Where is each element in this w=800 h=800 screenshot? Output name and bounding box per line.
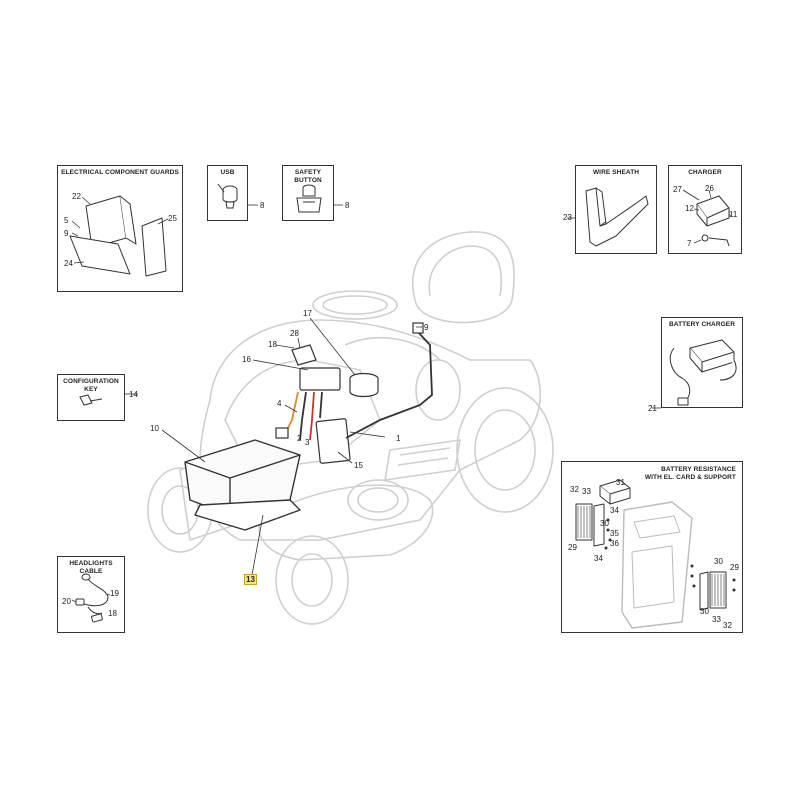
charger-part-12: 12 [685,204,694,213]
resistance-part-34-bottom: 34 [594,554,603,563]
electrical-component-guards-box: ELECTRICAL COMPONENT GUARDS 22 5 9 24 25 [57,165,183,292]
resistance-part-30-bottom: 30 [700,607,709,616]
resistance-part-34-top: 34 [610,506,619,515]
charger-title: CHARGER [688,169,722,176]
headlights-cable-box: HEADLIGHTS CABLE 19 20 18 [57,556,125,633]
part-label-3: 3 [305,438,310,447]
battery-charger-illustration [669,339,737,406]
part-label-13-highlighted[interactable]: 13 [244,574,257,585]
charger-part-7: 7 [687,239,692,248]
configuration-key-box: CONFIGURATION KEY [57,374,125,421]
guards-part-25: 25 [168,214,177,223]
resistance-part-33-left: 33 [582,487,591,496]
configuration-key-icon [79,394,103,406]
charger-part-27: 27 [673,185,682,194]
charger-illustration [682,189,732,247]
configuration-key-ref-14: 14 [129,390,138,399]
battery-resistance-illustration [575,479,736,629]
part-label-9: 9 [424,323,429,332]
battery-charger-title: BATTERY CHARGER [668,321,736,328]
usb-ref-8: 8 [260,201,265,210]
safety-button-title: SAFETY BUTTON [294,169,322,184]
resistance-part-31: 31 [616,478,625,487]
headlights-part-19: 19 [110,589,119,598]
resistance-part-30-left: 30 [600,519,609,528]
part-label-1: 1 [396,434,401,443]
guards-part-24: 24 [64,259,73,268]
part-label-28: 28 [290,329,299,338]
resistance-part-30-right: 30 [714,557,723,566]
safety-button-ref-8: 8 [345,201,350,210]
resistance-part-33-right: 33 [712,615,721,624]
resistance-part-29-left: 29 [568,543,577,552]
battery-charger-ref-21: 21 [648,404,657,413]
resistance-part-32-left: 32 [570,485,579,494]
battery-charger-box: BATTERY CHARGER [661,317,743,408]
charger-box: CHARGER 27 26 12 11 7 [668,165,742,254]
usb-title: USB [220,169,235,176]
wire-sheath-ref-23: 23 [563,213,572,222]
guards-part-22: 22 [72,192,81,201]
resistance-part-36: 36 [610,539,619,548]
resistance-part-35: 35 [610,529,619,538]
part-label-15: 15 [354,461,363,470]
part-label-4: 4 [277,399,282,408]
guards-illustration [69,195,169,277]
charger-part-11: 11 [729,210,738,219]
battery-resistance-box: BATTERY RESISTANCE WITH EL. CARD & SUPPO… [561,461,743,633]
resistance-part-32-right: 32 [723,621,732,630]
electrical-component-guards-title: ELECTRICAL COMPONENT GUARDS [61,169,179,176]
wire-sheath-box: WIRE SHEATH [575,165,657,254]
part-label-17: 17 [303,309,312,318]
battery-resistance-title-line1: BATTERY RESISTANCE [661,466,736,473]
guards-part-5: 5 [64,216,69,225]
resistance-part-29-right: 29 [730,563,739,572]
headlights-part-20: 20 [62,597,71,606]
usb-part-icon [217,183,238,209]
headlights-cable-illustration [71,573,111,623]
safety-button-icon [296,184,322,213]
guards-part-9: 9 [64,229,69,238]
part-label-2: 2 [297,434,302,443]
wire-sheath-title: WIRE SHEATH [592,169,640,176]
usb-box: USB [207,165,248,221]
configuration-key-title: CONFIGURATION KEY [63,378,119,393]
headlights-cable-title: HEADLIGHTS CABLE [69,560,113,575]
battery-resistance-title-line2: WITH EL. CARD & SUPPORT [644,474,736,481]
wire-sheath-illustration [585,187,649,247]
part-label-18: 18 [268,340,277,349]
safety-button-box: SAFETY BUTTON [282,165,334,221]
headlights-part-18: 18 [108,609,117,618]
charger-part-26: 26 [705,184,714,193]
part-label-16: 16 [242,355,251,364]
part-label-10: 10 [150,424,159,433]
